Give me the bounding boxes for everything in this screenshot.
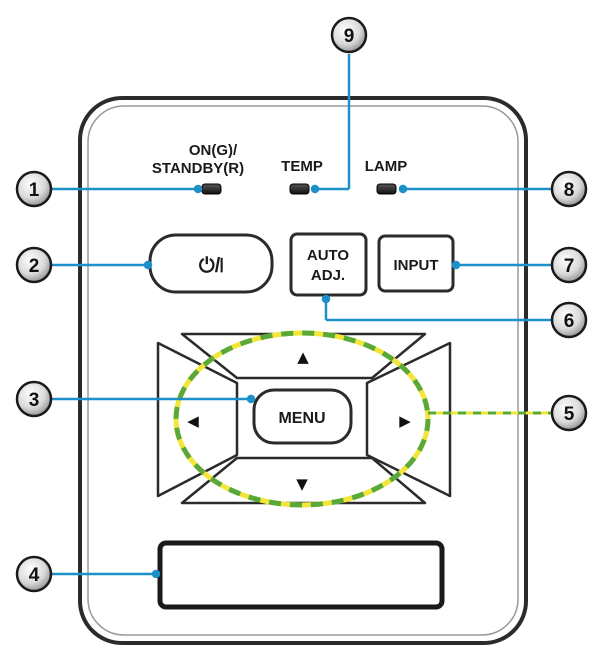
left-arrow-button[interactable]: ◀ [156, 341, 239, 498]
down-arrow-icon: ▼ [296, 475, 308, 493]
lamp-label: LAMP [365, 158, 408, 175]
callout-5: 5 [550, 394, 588, 432]
callout-7: 7 [550, 246, 588, 284]
power-button-label: ⏻/❘ [199, 255, 223, 277]
right-arrow-button[interactable]: ▶ [365, 341, 452, 498]
callout-3: 3 [15, 380, 53, 418]
ir-receiver-window [157, 540, 445, 610]
callout-6: 6 [550, 301, 588, 339]
callout-2: 2 [15, 246, 53, 284]
svg-text:9: 9 [344, 26, 355, 47]
svg-text:5: 5 [564, 404, 575, 425]
up-arrow-icon: ▲ [297, 348, 309, 366]
callout-leader-lines [52, 54, 551, 579]
svg-text:6: 6 [564, 311, 575, 332]
svg-text:8: 8 [564, 180, 575, 201]
callout-8: 8 [550, 170, 588, 208]
temp-label: TEMP [281, 158, 323, 175]
menu-button[interactable]: MENU [252, 388, 353, 445]
left-arrow-icon: ◀ [187, 412, 199, 430]
svg-text:2: 2 [29, 256, 40, 277]
panel-inner-edge [87, 105, 519, 636]
on-standby-label-line1: ON(G)/ [189, 142, 238, 159]
auto-adj-button[interactable]: AUTO ADJ. [289, 232, 368, 297]
directional-keys-highlight-ring-dash [173, 330, 431, 508]
svg-text:7: 7 [564, 256, 575, 277]
auto-adj-label-line1: AUTO [307, 247, 350, 264]
callout-1: 1 [15, 170, 53, 208]
auto-adj-label-line2: ADJ. [311, 267, 345, 284]
power-button[interactable]: ⏻/❘ [148, 233, 274, 294]
input-button-label: INPUT [394, 257, 439, 274]
temp-led [289, 183, 310, 195]
on-standby-led [201, 183, 222, 195]
on-standby-label-line2: STANDBY(R) [152, 160, 244, 177]
input-button[interactable]: INPUT [377, 234, 455, 293]
menu-button-label: MENU [278, 410, 325, 427]
svg-text:1: 1 [29, 180, 40, 201]
right-arrow-icon: ▶ [399, 412, 411, 430]
svg-text:4: 4 [29, 565, 40, 586]
svg-text:3: 3 [29, 390, 40, 411]
callout-9: 9 [330, 16, 368, 54]
callout-4: 4 [15, 555, 53, 593]
lamp-led [376, 183, 397, 195]
